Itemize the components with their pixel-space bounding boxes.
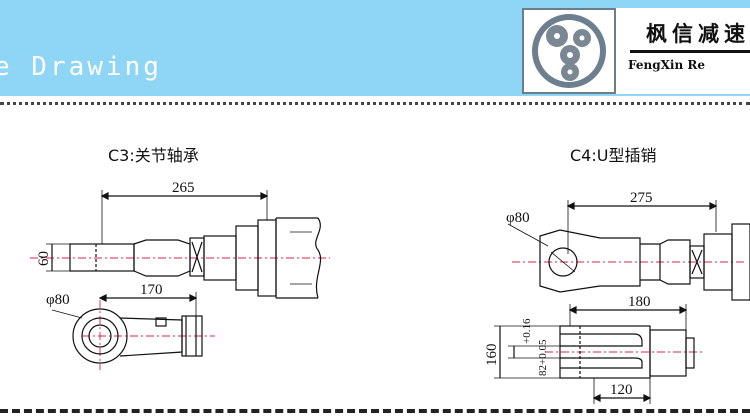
dotted-divider — [0, 102, 750, 105]
c3-dim-width: 60 — [36, 251, 52, 266]
c4-dim-diameter: φ80 — [506, 210, 530, 226]
company-name-cn: 枫信减速 — [646, 21, 750, 46]
gear-logo-icon — [522, 8, 616, 94]
c3-eye-view — [51, 292, 215, 370]
c3-dim-diameter: φ80 — [46, 292, 70, 308]
c4-top-view — [507, 200, 750, 301]
c4-dim-base: 120 — [610, 382, 633, 398]
c3-dim-eye-length: 170 — [140, 282, 163, 298]
company-name-en: FengXin Re — [628, 58, 705, 72]
c4-dim-slot: 82+0.05 — [537, 339, 549, 376]
c3-dim-length: 265 — [172, 180, 195, 196]
c4-dim-length: 275 — [630, 190, 653, 206]
c3-top-view — [30, 190, 330, 299]
dashed-divider — [0, 409, 750, 413]
c3-title: C3:关节轴承 — [108, 146, 199, 165]
c4-dim-clevis-length: 180 — [628, 294, 651, 310]
c4-clevis-view — [494, 304, 705, 404]
c4-title: C4:U型插销 — [570, 146, 657, 165]
page-title: e Drawing — [0, 52, 162, 82]
c4-dim-tolerance: +0.16 — [521, 318, 533, 344]
c4-dim-height: 160 — [484, 344, 500, 367]
company-underline — [630, 50, 750, 53]
